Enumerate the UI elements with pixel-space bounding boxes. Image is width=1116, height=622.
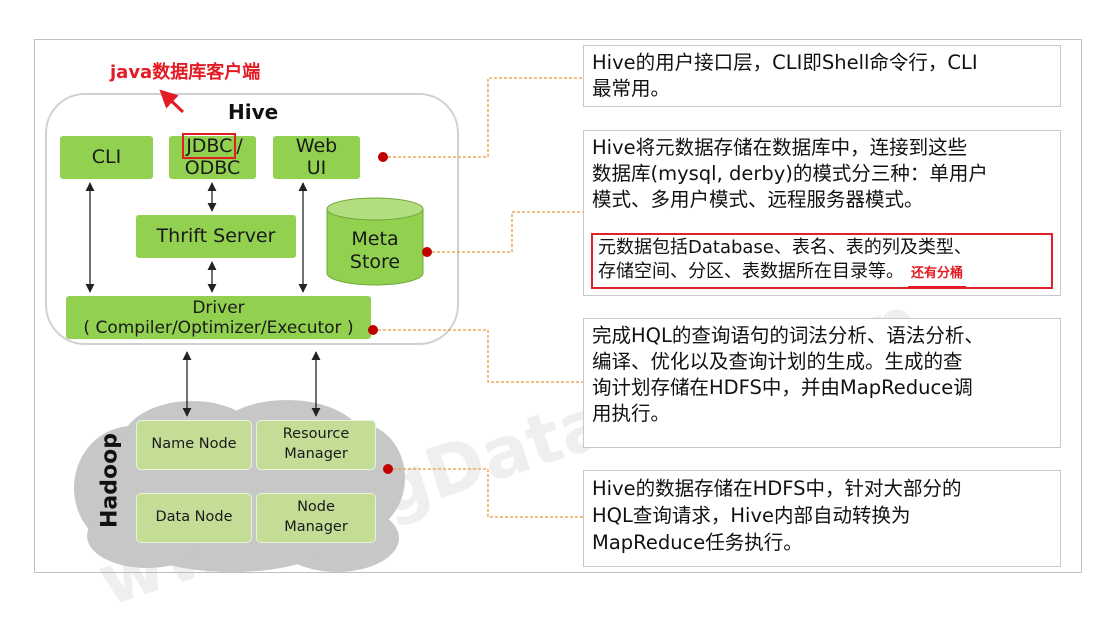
connector-meta-note — [427, 211, 583, 253]
data-node-label: Data Node — [155, 509, 233, 526]
node-manager-line2: Manager — [284, 519, 348, 535]
driver-subtitle: ( Compiler/Optimizer/Executor ) — [83, 317, 354, 338]
name-node-label: Name Node — [151, 436, 237, 453]
note2-line3: 模式、多用户模式、远程服务器模式。 — [592, 188, 924, 211]
jdbc-odbc-box: JDBC/ ODBC — [169, 132, 256, 179]
meta-line1: Meta — [351, 228, 399, 250]
node-manager-box: Node Manager — [256, 493, 376, 543]
resource-manager-box: Resource Manager — [256, 420, 376, 470]
note1-line2: 最常用。 — [592, 77, 671, 100]
caption-arrow — [159, 89, 185, 114]
meta-store-label: Meta Store — [325, 228, 425, 274]
note-metadata-highlight: 元数据包括Database、表名、表的列及类型、 存储空间、分区、表数据所在目录… — [591, 233, 1053, 289]
java-client-caption: java数据库客户端 — [110, 62, 261, 83]
note2-line2: 数据库(mysql, derby)的模式分三种：单用户 — [592, 162, 988, 185]
dot-hadoop — [383, 464, 393, 474]
thrift-server-label: Thrift Server — [156, 224, 276, 247]
bucket-tag: 还有分桶 — [908, 262, 967, 288]
note-driver: 完成HQL的查询语句的词法分析、语法分析、 编译、优化以及查询计划的生成。生成的… — [583, 318, 1061, 448]
note4-line2: HQL查询请求，Hive内部自动转换为 — [592, 504, 911, 527]
meta-store-cylinder — [326, 197, 424, 286]
resource-manager-line1: Resource — [282, 426, 350, 443]
odbc-label: ODBC — [184, 156, 241, 179]
note3-line2: 编译、优化以及查询计划的生成。生成的查 — [592, 350, 963, 373]
note-hdfs-storage: Hive的数据存储在HDFS中，针对大部分的 HQL查询请求，Hive内部自动转… — [583, 470, 1061, 567]
note2-red-line1: 元数据包括Database、表名、表的列及类型、 — [598, 237, 972, 258]
connector-hadoop-note — [388, 468, 583, 518]
dot-meta — [422, 247, 432, 257]
note1-line1: Hive的用户接口层，CLI即Shell命令行，CLI — [592, 51, 978, 74]
note-user-interface: Hive的用户接口层，CLI即Shell命令行，CLI 最常用。 — [583, 45, 1061, 107]
thrift-server-box: Thrift Server — [136, 215, 296, 258]
hive-title: Hive — [228, 100, 279, 124]
meta-line2: Store — [349, 251, 401, 273]
note3-line4: 用执行。 — [592, 402, 671, 425]
note3-line1: 完成HQL的查询语句的词法分析、语法分析、 — [592, 324, 984, 347]
connector-webui-note — [383, 77, 583, 158]
resource-manager-line2: Manager — [284, 446, 348, 462]
jdbc-slash: / — [236, 134, 243, 157]
note3-line3: 询计划存储在HDFS中，并由MapReduce调 — [592, 376, 973, 399]
cli-label: CLI — [91, 145, 122, 168]
driver-title: Driver — [192, 297, 245, 318]
cli-box: CLI — [60, 136, 153, 179]
dot-webui — [378, 152, 388, 162]
web-ui-line2: UI — [306, 156, 327, 179]
note2-line1: Hive将元数据存储在数据库中，连接到这些 — [592, 136, 968, 159]
driver-box: Driver ( Compiler/Optimizer/Executor ) — [66, 296, 371, 339]
dot-driver — [368, 325, 378, 335]
name-node-box: Name Node — [136, 420, 252, 470]
note4-line3: MapReduce任务执行。 — [592, 531, 803, 554]
note4-line1: Hive的数据存储在HDFS中，针对大部分的 — [592, 477, 962, 500]
data-node-box: Data Node — [136, 493, 252, 543]
connector-overlay — [85, 77, 583, 518]
web-ui-box: Web UI — [273, 134, 360, 179]
jdbc-label: JDBC — [182, 132, 237, 159]
node-manager-line1: Node — [297, 499, 335, 516]
connector-driver-note — [373, 329, 583, 383]
web-ui-line1: Web — [295, 134, 338, 157]
note2-red-line2: 存储空间、分区、表数据所在目录等。 — [598, 261, 904, 282]
